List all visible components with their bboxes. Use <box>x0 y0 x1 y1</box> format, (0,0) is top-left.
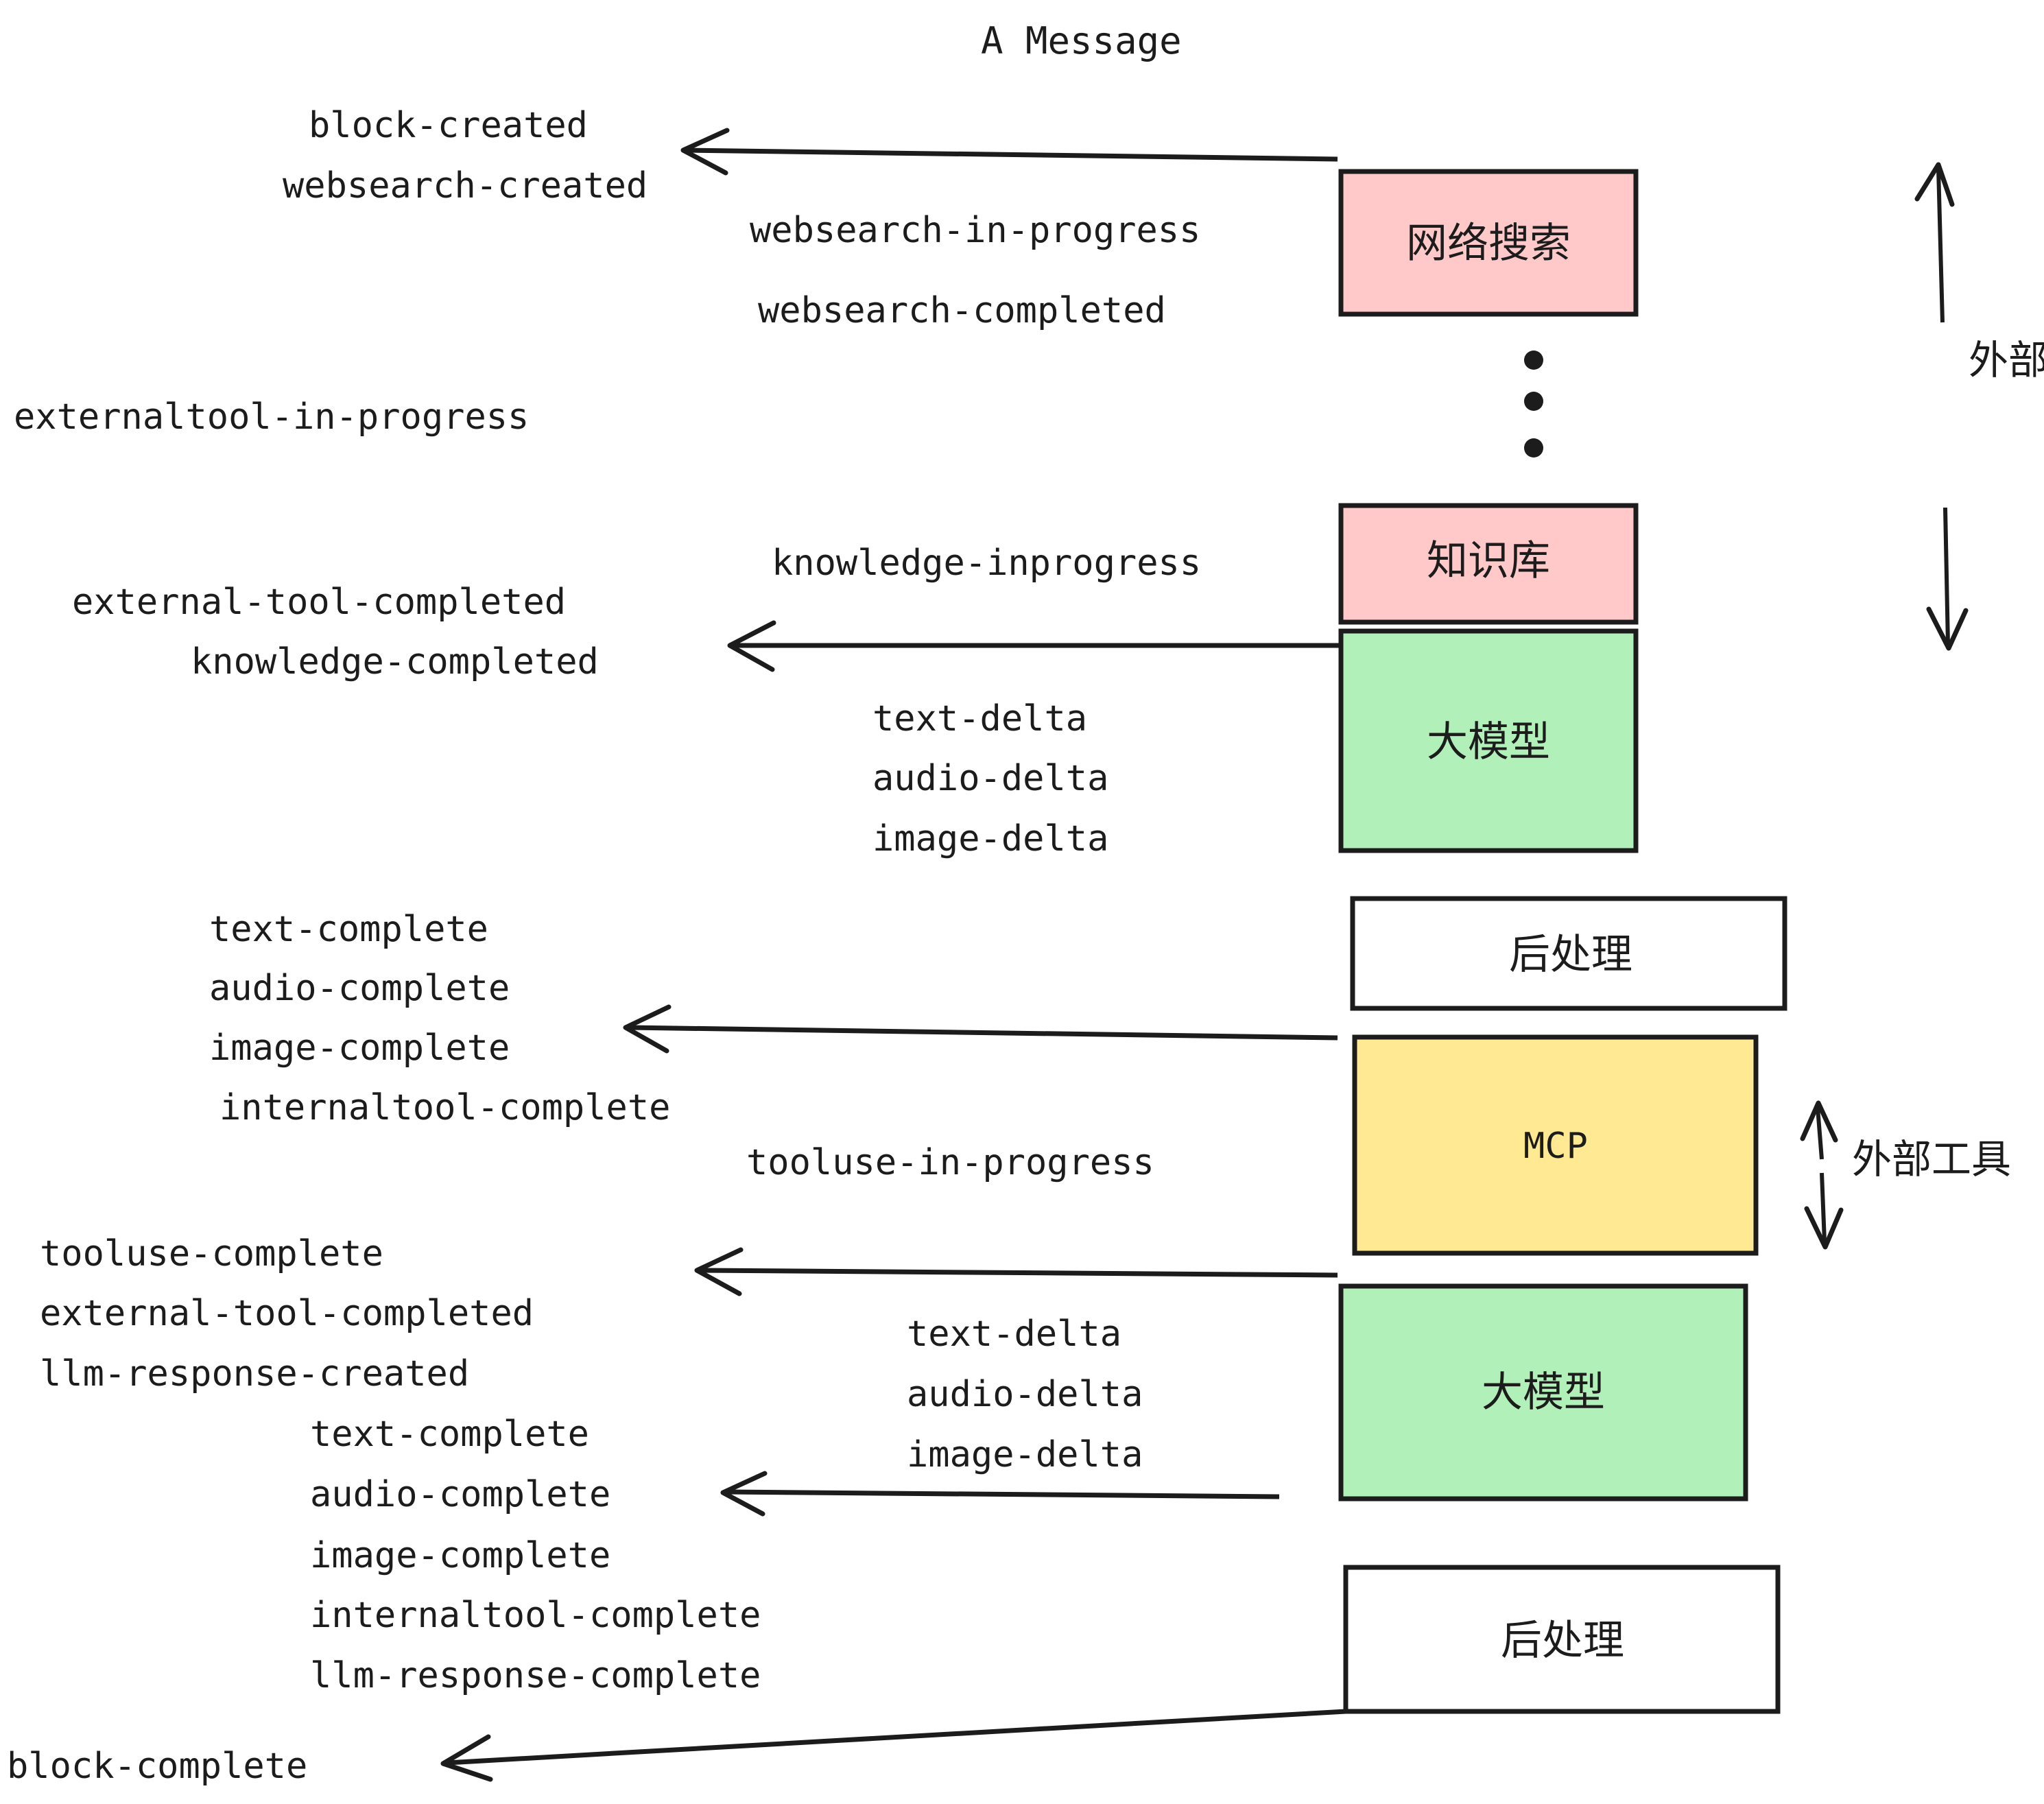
flow-arrow-tooluse-complete <box>694 1247 1338 1296</box>
node-label-postproc-2: 后处理 <box>1501 1617 1624 1665</box>
event-label-audio-complete-2: audio-complete <box>310 1474 610 1515</box>
event-label-llm-response-created: llm-response-created <box>40 1353 469 1394</box>
event-label-internaltool-complete-2: internaltool-complete <box>310 1595 761 1636</box>
node-label-mcp: MCP <box>1523 1126 1588 1167</box>
event-label-external-tool-completed-1: external-tool-completed <box>72 582 566 623</box>
event-label-text-complete-2: text-complete <box>310 1414 589 1455</box>
event-label-audio-delta-1: audio-delta <box>872 758 1108 799</box>
node-label-postproc-1: 后处理 <box>1509 931 1632 979</box>
event-label-image-complete-1: image-complete <box>209 1028 510 1069</box>
event-label-text-delta-2: text-delta <box>907 1314 1121 1355</box>
flow-arrow-block-complete <box>440 1709 1346 1782</box>
node-box-websearch[interactable] <box>1338 169 1639 317</box>
side-label-external-tool-top: 外部工具 <box>1969 337 2044 383</box>
event-label-image-complete-2: image-complete <box>310 1535 610 1576</box>
node-box-llm-2[interactable] <box>1338 1283 1748 1502</box>
event-label-block-created: block-created <box>309 105 588 146</box>
flow-arrow-block-created <box>680 128 1338 176</box>
node-box-postproc-1[interactable] <box>1350 896 1787 1011</box>
event-label-audio-complete-1: audio-complete <box>209 968 510 1009</box>
event-label-text-delta-1: text-delta <box>872 698 1087 739</box>
event-label-websearch-created: websearch-created <box>283 165 647 206</box>
ellipsis-dots <box>1524 351 1543 458</box>
flow-arrow-audio-complete <box>720 1471 1280 1517</box>
event-label-external-tool-completed-2: external-tool-completed <box>40 1293 534 1334</box>
external-tool-range-top <box>1914 162 1969 651</box>
event-label-internaltool-complete-1: internaltool-complete <box>219 1087 670 1128</box>
event-label-text-complete-1: text-complete <box>209 909 488 950</box>
side-label-external-tool-bottom: 外部工具 <box>1852 1136 2011 1183</box>
node-box-knowledge[interactable] <box>1338 503 1639 625</box>
event-label-knowledge-completed: knowledge-completed <box>191 641 599 683</box>
external-tool-range-bottom <box>1800 1100 1844 1250</box>
node-label-llm-2: 大模型 <box>1482 1368 1605 1416</box>
event-label-audio-delta-2: audio-delta <box>907 1374 1143 1415</box>
node-label-knowledge: 知识库 <box>1427 537 1550 585</box>
diagram-title: A Message <box>981 19 1182 62</box>
node-box-mcp[interactable] <box>1352 1034 1759 1256</box>
event-label-llm-response-complete: llm-response-complete <box>310 1655 761 1696</box>
event-label-tooluse-complete: tooluse-complete <box>40 1233 383 1274</box>
event-label-websearch-completed: websearch-completed <box>758 290 1166 331</box>
flow-arrow-knowledge-completed <box>727 620 1341 672</box>
event-label-block-complete: block-complete <box>7 1746 307 1787</box>
node-box-llm-1[interactable] <box>1338 628 1639 853</box>
event-label-knowledge-inprogress: knowledge-inprogress <box>772 543 1201 584</box>
node-label-llm-1: 大模型 <box>1427 718 1550 766</box>
event-label-image-delta-2: image-delta <box>907 1434 1143 1475</box>
event-label-externaltool-in-progress: externaltool-in-progress <box>14 396 529 438</box>
node-box-postproc-2[interactable] <box>1343 1565 1781 1714</box>
event-label-websearch-in-progress: websearch-in-progress <box>750 210 1200 251</box>
event-label-image-delta-1: image-delta <box>872 818 1108 859</box>
node-label-websearch: 网络搜索 <box>1406 219 1571 268</box>
event-label-tooluse-in-progress: tooluse-in-progress <box>746 1142 1154 1183</box>
flow-arrow-image-complete <box>623 1004 1338 1054</box>
